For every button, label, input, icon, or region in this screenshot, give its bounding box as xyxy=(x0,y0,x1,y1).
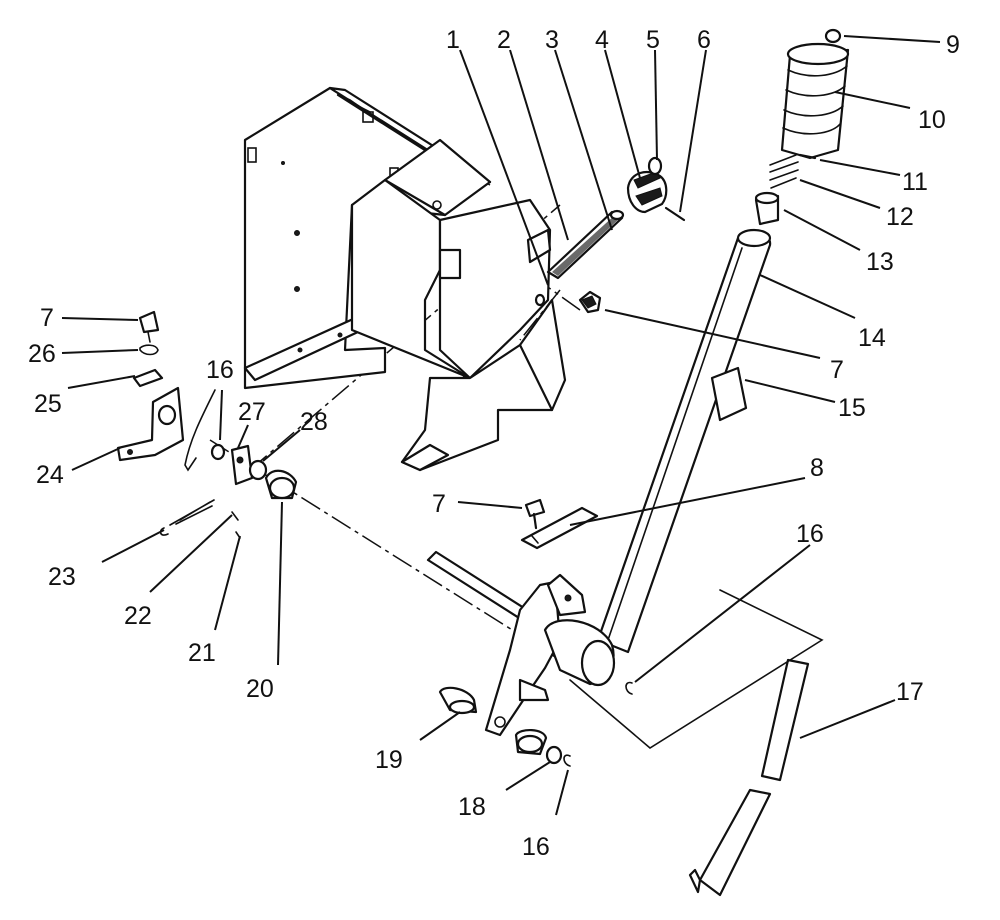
callout-9: 9 xyxy=(946,31,960,59)
console-panel xyxy=(243,86,567,472)
callout-10: 10 xyxy=(918,106,946,134)
cap xyxy=(824,28,842,44)
left-linkage xyxy=(159,389,298,539)
lock-washer-26 xyxy=(139,344,159,356)
callout-28: 28 xyxy=(300,408,328,436)
callout-17: 17 xyxy=(896,678,924,706)
shift-lever-tube xyxy=(596,228,772,654)
pivot-bracket xyxy=(526,228,552,264)
callout-13: 13 xyxy=(866,248,894,276)
callout-16-left: 16 xyxy=(206,356,234,384)
handle-grip xyxy=(780,48,850,160)
adjusting-knob-assembly xyxy=(526,156,686,307)
callout-4: 4 xyxy=(595,26,609,54)
spring xyxy=(769,154,799,189)
callout-27: 27 xyxy=(238,398,266,426)
pin xyxy=(798,153,817,160)
washer-18 xyxy=(545,745,563,765)
callout-labels: 1 2 3 4 5 6 9 10 11 12 13 14 7 7 15 26 2… xyxy=(28,26,960,861)
grip-sleeve xyxy=(710,366,748,422)
left-bracket-assembly xyxy=(116,310,185,462)
callout-24: 24 xyxy=(36,461,64,489)
callout-23: 23 xyxy=(48,563,76,591)
bolt-7-plate xyxy=(524,498,546,530)
callout-7-plate: 7 xyxy=(432,490,446,518)
callout-7-console: 7 xyxy=(830,356,844,384)
shift-rod xyxy=(569,589,824,897)
bolt-7-console xyxy=(578,290,602,314)
extension-spring xyxy=(169,499,215,526)
callout-8: 8 xyxy=(810,454,824,482)
plate-25 xyxy=(132,368,164,388)
callout-5: 5 xyxy=(646,26,660,54)
callout-2: 2 xyxy=(497,26,511,54)
callout-12: 12 xyxy=(886,203,914,231)
callout-16-lower: 16 xyxy=(522,833,550,861)
cotter-pin-22 xyxy=(231,511,239,521)
leader-lines xyxy=(61,35,941,816)
callout-16-hub: 16 xyxy=(796,520,824,548)
washer xyxy=(647,156,663,176)
detent-plate xyxy=(520,506,599,550)
e-ring xyxy=(563,754,571,767)
handle-grip-assembly xyxy=(754,28,850,226)
callout-25: 25 xyxy=(34,390,62,418)
e-ring-upper xyxy=(625,681,633,695)
callout-11: 11 xyxy=(902,168,928,196)
callout-1: 1 xyxy=(446,26,460,54)
roll-pin xyxy=(664,206,686,222)
callout-22: 22 xyxy=(124,602,152,630)
bolt-7-bracket xyxy=(138,310,160,334)
callout-20: 20 xyxy=(246,675,274,703)
callout-3: 3 xyxy=(545,26,559,54)
callout-18: 18 xyxy=(458,793,486,821)
lower-pins xyxy=(438,681,633,767)
shift-shaft-assembly xyxy=(426,550,616,737)
callout-26: 26 xyxy=(28,340,56,368)
callout-7-bracket: 7 xyxy=(40,304,54,332)
callout-15: 15 xyxy=(838,394,866,422)
callout-14: 14 xyxy=(858,324,886,352)
callout-6: 6 xyxy=(697,26,711,54)
angle-bracket xyxy=(116,386,185,462)
callout-19: 19 xyxy=(375,746,403,774)
callout-21: 21 xyxy=(188,639,216,667)
